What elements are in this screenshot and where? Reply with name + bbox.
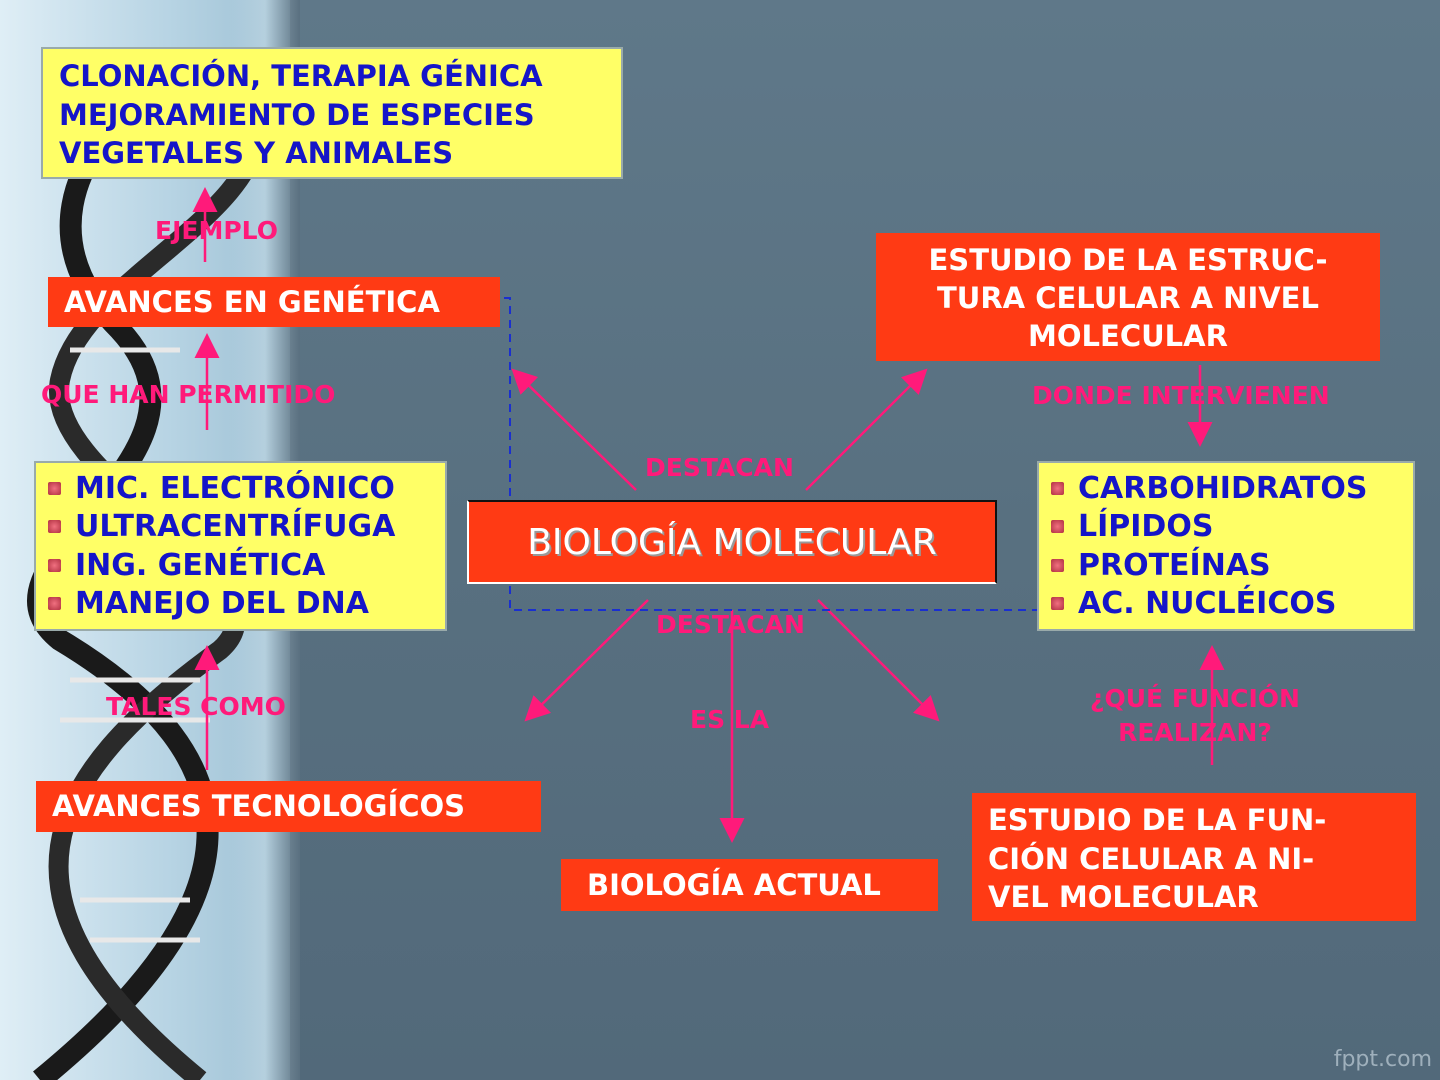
molecule-item: AC. NUCLÉICOS	[1051, 585, 1401, 624]
tech-text: AVANCES TECNOLOGÍCOS	[52, 789, 466, 823]
structure-line: MOLECULAR	[1028, 319, 1228, 353]
molecule-item: LÍPIDOS	[1051, 508, 1401, 547]
examples-line: MEJORAMIENTO DE ESPECIES	[59, 97, 535, 132]
function-line: CIÓN CELULAR A NI-	[988, 841, 1315, 876]
function-line: ESTUDIO DE LA FUN-	[988, 803, 1327, 837]
bullet-icon	[1051, 597, 1064, 611]
tools-item: ULTRACENTRÍFUGA	[48, 508, 433, 547]
bullet-icon	[1051, 558, 1064, 572]
bullet-icon	[48, 481, 61, 495]
tech-box: AVANCES TECNOLOGÍCOS	[36, 781, 541, 832]
function-line: VEL MOLECULAR	[988, 880, 1259, 914]
genetics-text: AVANCES EN GENÉTICA	[64, 285, 440, 319]
genetics-box: AVANCES EN GENÉTICA	[48, 277, 500, 327]
center-title: BIOLOGÍA MOLECULAR	[527, 521, 937, 563]
label-ejemplo: EJEMPLO	[155, 216, 278, 245]
label-que-funcion: ¿QUÉ FUNCIÓN REALIZAN?	[1090, 684, 1300, 747]
tools-item: MIC. ELECTRÓNICO	[48, 469, 433, 508]
tools-item: ING. GENÉTICA	[48, 546, 433, 585]
watermark: fppt.com	[1333, 1047, 1432, 1072]
actual-box: BIOLOGÍA ACTUAL	[561, 859, 938, 911]
label-destacan-bottom: DESTACAN	[656, 610, 805, 639]
label-es-la: ES LA	[690, 705, 770, 734]
bullet-icon	[48, 597, 61, 611]
bullet-icon	[48, 558, 61, 572]
center-box: BIOLOGÍA MOLECULAR	[467, 500, 997, 584]
bullet-icon	[1051, 481, 1064, 495]
label-tales: TALES COMO	[106, 692, 286, 721]
tools-box: MIC. ELECTRÓNICO ULTRACENTRÍFUGA ING. GE…	[34, 461, 447, 631]
structure-box: ESTUDIO DE LA ESTRUC- TURA CELULAR A NIV…	[876, 233, 1380, 361]
structure-line: ESTUDIO DE LA ESTRUC-	[928, 243, 1328, 277]
label-permitido: QUE HAN PERMITIDO	[41, 380, 336, 409]
examples-line: VEGETALES Y ANIMALES	[59, 136, 454, 170]
function-box: ESTUDIO DE LA FUN- CIÓN CELULAR A NI- VE…	[972, 793, 1416, 921]
actual-text: BIOLOGÍA ACTUAL	[587, 868, 881, 902]
bullet-icon	[48, 520, 61, 534]
bullet-icon	[1051, 520, 1064, 534]
examples-line: CLONACIÓN, TERAPIA GÉNICA	[59, 59, 543, 93]
arrow-destacan-tl	[511, 368, 637, 491]
molecule-item: CARBOHIDRATOS	[1051, 469, 1401, 508]
structure-line: TURA CELULAR A NIVEL	[937, 281, 1319, 315]
arrow-destacan-bl	[524, 599, 649, 722]
molecule-item: PROTEÍNAS	[1051, 546, 1401, 585]
molecules-box: CARBOHIDRATOS LÍPIDOS PROTEÍNAS AC. NUCL…	[1037, 461, 1415, 631]
examples-box: CLONACIÓN, TERAPIA GÉNICA MEJORAMIENTO D…	[41, 47, 623, 179]
label-donde: DONDE INTERVIENEN	[1032, 381, 1330, 410]
arrow-destacan-br	[817, 599, 940, 722]
arrow-destacan-tr	[805, 368, 928, 491]
label-destacan-top: DESTACAN	[645, 453, 794, 482]
tools-item: MANEJO DEL DNA	[48, 585, 433, 624]
